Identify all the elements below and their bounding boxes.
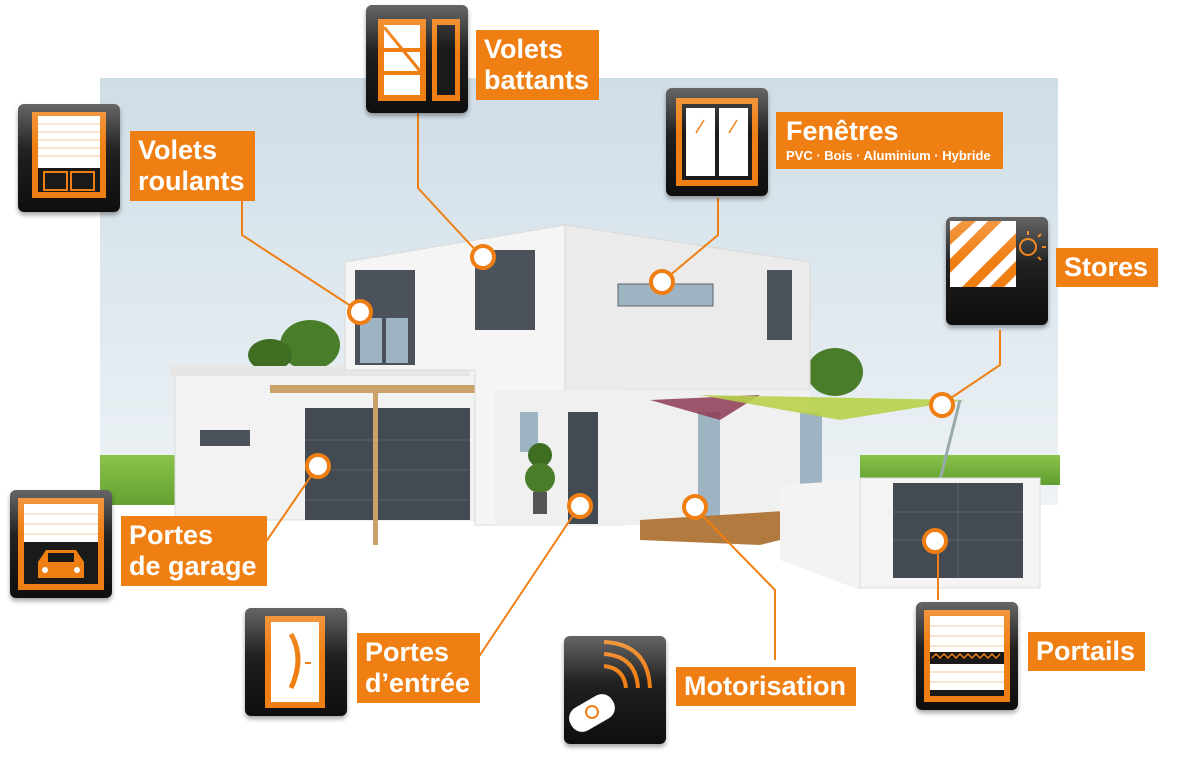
label-volets-roulants[interactable]: Volets roulants [130, 131, 255, 201]
hotspot-fenetres [649, 269, 675, 295]
label-portes-garage[interactable]: Portes de garage [121, 516, 267, 586]
hotspot-motorisation [682, 494, 708, 520]
label-portails[interactable]: Portails [1028, 632, 1146, 671]
label-line: roulants [138, 166, 245, 196]
label-line: Portes [129, 520, 214, 550]
label-line: Volets [484, 34, 564, 64]
hotspot-volets-roulants [347, 299, 373, 325]
hotspot-portails [922, 528, 948, 554]
garage-car-icon[interactable] [10, 490, 112, 598]
label-subtitle: PVC · Bois · Aluminium · Hybride [786, 148, 991, 163]
label-portes-entree[interactable]: Portes d’entrée [357, 633, 481, 703]
label-volets-battants[interactable]: Volets battants [476, 30, 600, 100]
label-line: battants [484, 65, 590, 95]
wood-deck [640, 510, 820, 545]
hotspot-portes-garage [305, 453, 331, 479]
label-stores[interactable]: Stores [1056, 248, 1159, 287]
roller-shutter-icon[interactable] [18, 104, 120, 212]
label-line: Portails [1036, 636, 1136, 666]
label-line: Portes [365, 637, 450, 667]
label-line: d’entrée [365, 668, 471, 698]
hotspot-portes-entree [567, 493, 593, 519]
label-fenetres[interactable]: Fenêtres PVC · Bois · Aluminium · Hybrid… [776, 112, 1003, 169]
hedge [280, 320, 340, 370]
label-line: Volets [138, 135, 218, 165]
remote-control-icon[interactable] [564, 636, 666, 744]
window-icon[interactable] [666, 88, 768, 196]
label-line: Fenêtres [786, 116, 899, 146]
label-line: de garage [129, 551, 257, 581]
awning-sun-icon[interactable] [946, 217, 1048, 325]
hotspot-stores [929, 392, 955, 418]
label-motorisation[interactable]: Motorisation [676, 667, 856, 706]
hotspot-volets-battants [470, 244, 496, 270]
garage-door [305, 408, 470, 520]
gate-icon[interactable] [916, 602, 1018, 710]
swing-shutter-icon[interactable] [366, 5, 468, 113]
label-line: Motorisation [684, 671, 846, 701]
label-line: Stores [1064, 252, 1149, 282]
front-door-icon[interactable] [245, 608, 347, 716]
